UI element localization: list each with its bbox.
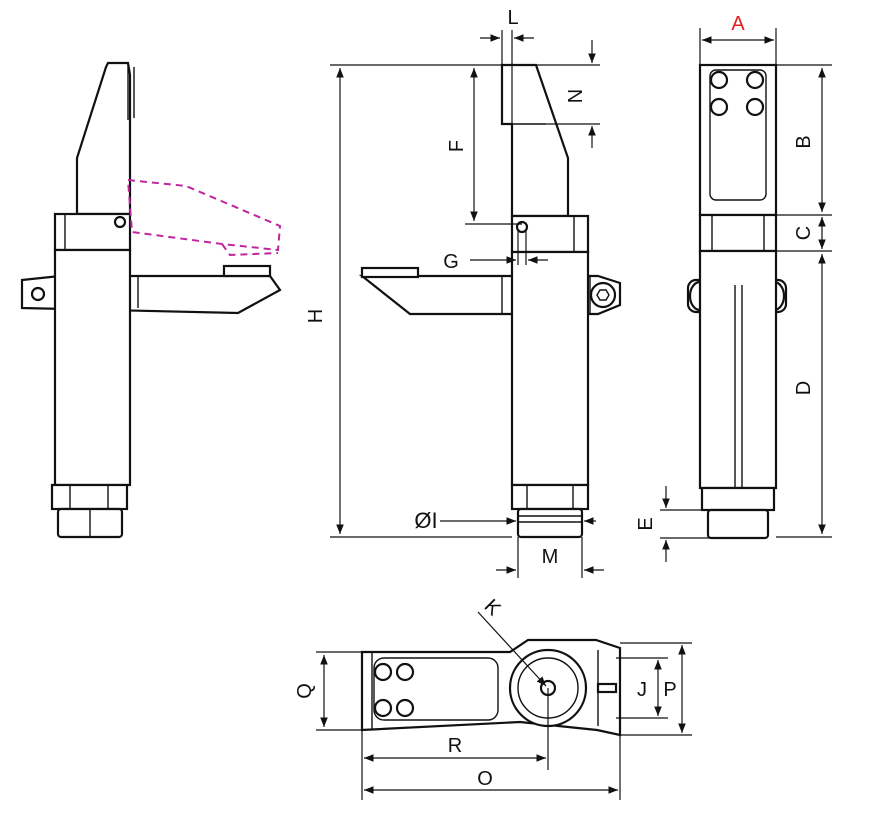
lever-screw bbox=[589, 281, 617, 309]
right-body-nut bbox=[700, 486, 776, 512]
cylinder-body bbox=[53, 248, 132, 487]
label-k: K bbox=[480, 595, 505, 620]
left-side-view bbox=[20, 61, 282, 539]
clamp-arm bbox=[75, 61, 132, 216]
pivot-pin bbox=[113, 215, 127, 229]
front-body-base bbox=[516, 507, 584, 539]
top-screw bbox=[395, 662, 415, 682]
label-n: N bbox=[565, 89, 587, 103]
right-side-view bbox=[686, 63, 788, 540]
label-a: A bbox=[731, 13, 745, 35]
socket-screw bbox=[745, 70, 765, 90]
socket-screw bbox=[709, 97, 729, 117]
label-i: ØI bbox=[414, 508, 437, 533]
label-b: B bbox=[793, 135, 815, 148]
label-h: H bbox=[305, 309, 327, 323]
label-l: L bbox=[507, 7, 518, 29]
label-p: P bbox=[663, 679, 676, 701]
top-screw bbox=[373, 698, 393, 718]
top-view bbox=[360, 638, 622, 737]
label-m: M bbox=[542, 546, 559, 568]
front-cylinder-body bbox=[510, 250, 590, 487]
lever-hole bbox=[30, 286, 46, 302]
front-body-nut bbox=[510, 483, 590, 511]
right-arm bbox=[698, 63, 778, 217]
label-j: J bbox=[637, 679, 647, 701]
label-d: D bbox=[793, 381, 815, 395]
right-body-base bbox=[706, 508, 770, 540]
label-f: F bbox=[446, 140, 468, 152]
swing-path-outline bbox=[126, 178, 282, 252]
label-r: R bbox=[448, 735, 462, 757]
socket-screw bbox=[709, 70, 729, 90]
socket-screw bbox=[745, 97, 765, 117]
front-pivot-block bbox=[510, 214, 590, 254]
label-e: E bbox=[635, 517, 657, 530]
body-nut bbox=[50, 483, 129, 511]
front-view bbox=[358, 63, 622, 539]
label-c: C bbox=[793, 226, 815, 240]
top-screw bbox=[395, 698, 415, 718]
right-cylinder-body bbox=[698, 249, 778, 490]
dimensions bbox=[316, 28, 832, 800]
label-g: G bbox=[443, 251, 459, 273]
label-o: O bbox=[477, 768, 493, 790]
label-q: Q bbox=[294, 683, 316, 699]
top-screw bbox=[373, 662, 393, 682]
